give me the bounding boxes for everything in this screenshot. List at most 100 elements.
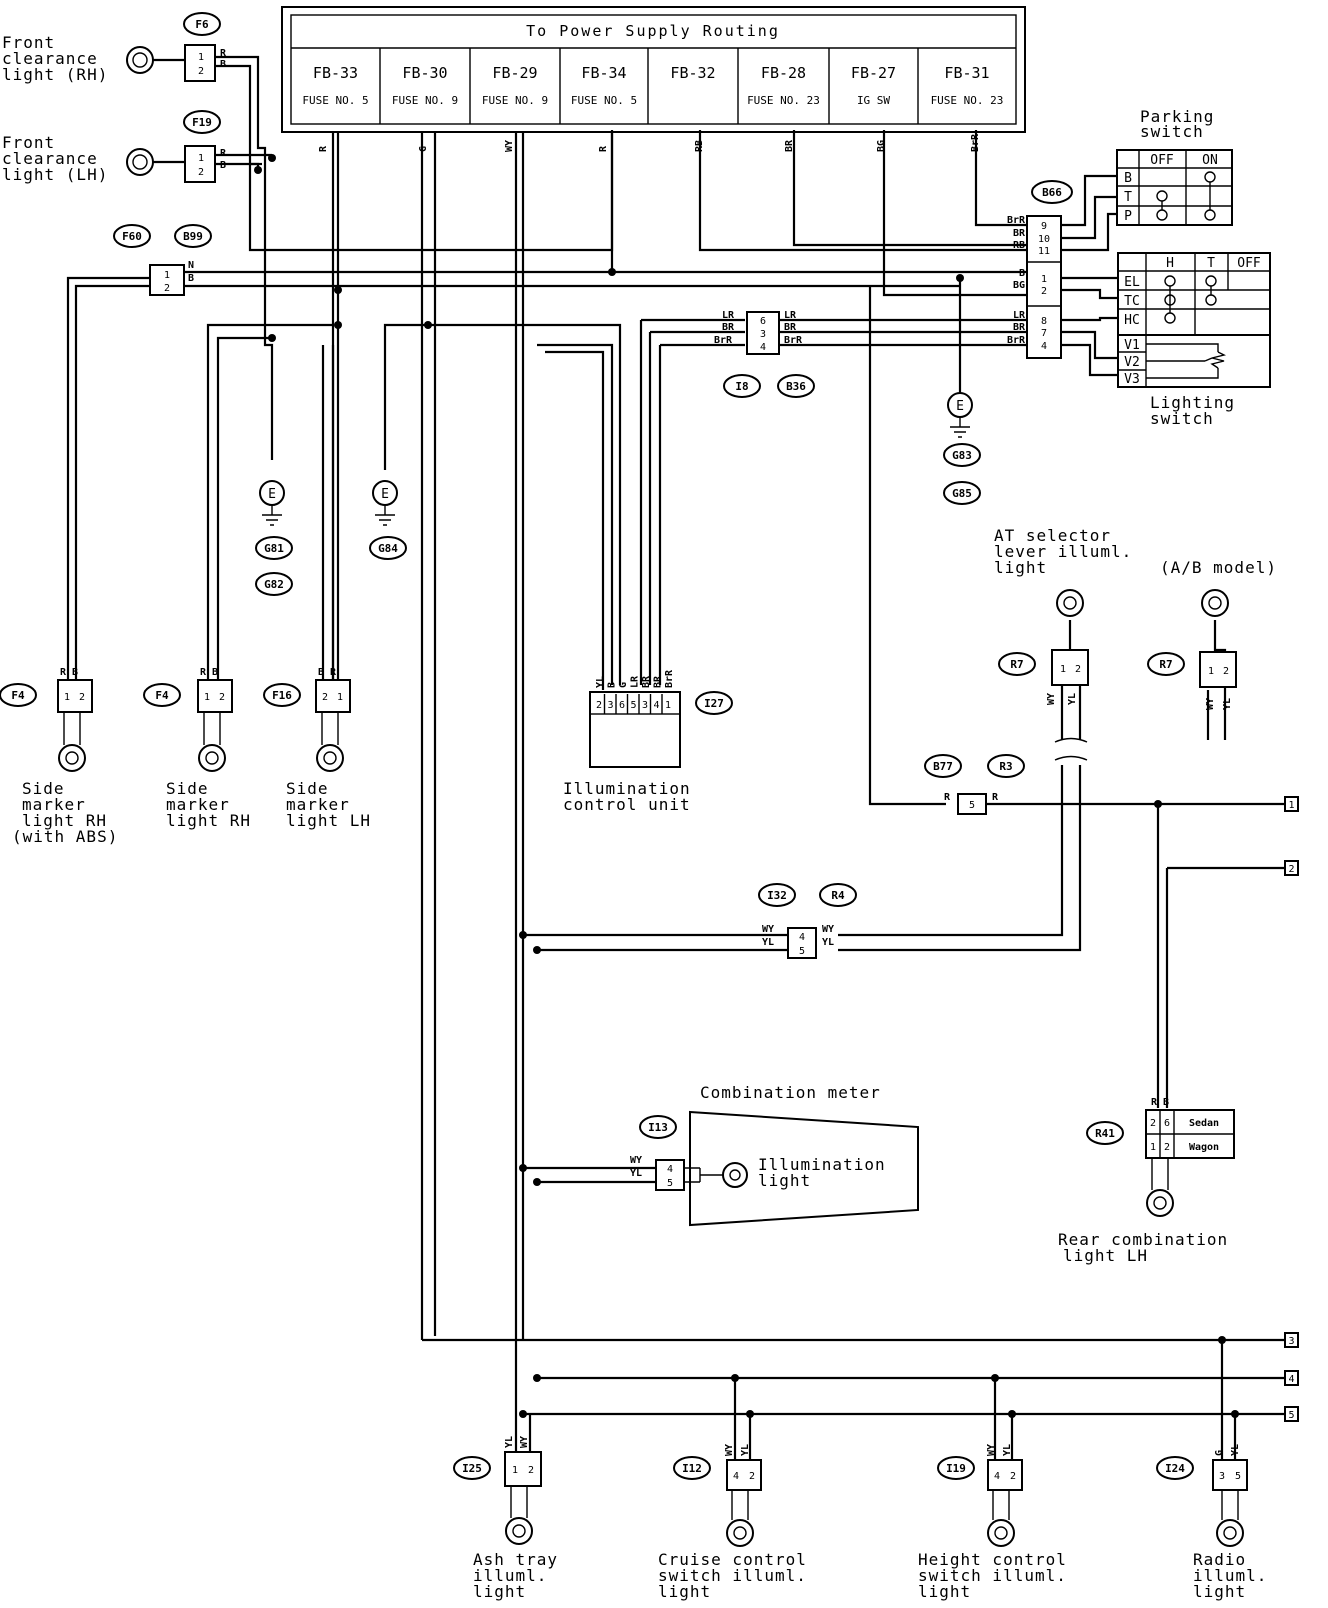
meter-title: Combination meter bbox=[700, 1083, 881, 1102]
ground-g83-label: G83 bbox=[952, 449, 972, 462]
ground-g85-label: G85 bbox=[952, 487, 972, 500]
front-lh-wire2: B bbox=[220, 160, 226, 171]
lighting-switch: H T OFF EL TC HC V1 V2 V3 Lighting switc… bbox=[1117, 252, 1271, 428]
at-pin1: 1 bbox=[1060, 664, 1066, 675]
i32-conn-a: I32 bbox=[767, 889, 787, 902]
ground-icon: E bbox=[947, 392, 973, 438]
fuse-desc: FUSE NO. 5 bbox=[302, 94, 368, 107]
front-rh-line3: light (RH) bbox=[2, 65, 108, 84]
b77-conn-b: R3 bbox=[999, 760, 1012, 773]
b77-wire-left: R bbox=[944, 792, 951, 803]
icu-wire-color: LR bbox=[630, 675, 641, 688]
parking-row-t: T bbox=[1124, 190, 1132, 205]
lighting-row-v2: V2 bbox=[1124, 355, 1140, 370]
b66-wire-color: BG bbox=[1013, 280, 1025, 291]
at-selector-ab-model: (A/B model) 1 2 WY YL R7 bbox=[1147, 558, 1276, 710]
radio-connector: I24 bbox=[1165, 1462, 1185, 1475]
cruise-wire1: WY bbox=[724, 1444, 735, 1456]
height-line2: switch illuml. bbox=[918, 1566, 1067, 1585]
b66-pin: 9 bbox=[1041, 221, 1047, 232]
side-rh-abs-pin1: 1 bbox=[64, 692, 70, 703]
height-control-illum: I19 WY YL 4 2 Height control switch illu… bbox=[918, 1444, 1067, 1601]
icu-pin: 3 bbox=[607, 700, 613, 711]
cruise-bulb-icon bbox=[726, 1490, 754, 1547]
wire-color-label: R bbox=[598, 145, 609, 152]
icu-line1: Illumination bbox=[563, 779, 691, 798]
front-lh-connector: F19 bbox=[192, 116, 212, 129]
side-rh-wire1: R bbox=[200, 667, 207, 678]
meter-line2: light bbox=[758, 1171, 811, 1190]
front-rh-bulb-icon bbox=[126, 46, 185, 74]
lighting-row-el: EL bbox=[1124, 275, 1140, 290]
radio-wire2: YL bbox=[1230, 1444, 1241, 1456]
wire-color-label: BG bbox=[876, 140, 887, 152]
wire-color-label: R bbox=[318, 145, 329, 152]
radio-line2: illuml. bbox=[1193, 1566, 1267, 1585]
b66-wire-color: BrR bbox=[1007, 215, 1026, 226]
wire-color-label: RB bbox=[694, 140, 705, 152]
junction-conn-a: F60 bbox=[122, 230, 142, 243]
side-lh-connector: F16 bbox=[272, 689, 292, 702]
height-connector: I19 bbox=[946, 1462, 966, 1475]
terminal-box bbox=[1284, 1370, 1299, 1386]
fuse-code: FB-27 bbox=[851, 64, 896, 82]
lighting-col-t: T bbox=[1207, 256, 1215, 271]
b66-wire-color: BR bbox=[1013, 228, 1026, 239]
ash-line2: illuml. bbox=[473, 1566, 547, 1585]
fuse-code: FB-30 bbox=[402, 64, 447, 82]
meter-connector: I13 bbox=[648, 1121, 668, 1134]
terminal-number: 3 bbox=[1288, 1336, 1294, 1347]
junction-conn-b: B99 bbox=[183, 230, 203, 243]
header-title: To Power Supply Routing bbox=[526, 22, 780, 40]
b66-label: B66 bbox=[1042, 186, 1062, 199]
lighting-col-off: OFF bbox=[1237, 256, 1261, 271]
i8-wire-left1: LR bbox=[722, 310, 735, 321]
cruise-pin2: 2 bbox=[749, 1471, 755, 1482]
height-line1: Height control bbox=[918, 1550, 1067, 1569]
i8-conn-b: B36 bbox=[786, 380, 806, 393]
icu-pin: 4 bbox=[653, 700, 659, 711]
b77-pin: 5 bbox=[969, 800, 975, 811]
connector-b77-r3: B77 R3 5 R R bbox=[924, 754, 1025, 815]
height-wire1: WY bbox=[986, 1444, 997, 1456]
icu-wire-color: BR bbox=[653, 675, 664, 688]
side-marker-lh: F16 B R 2 1 Side marker light LH bbox=[263, 667, 370, 830]
b66-wire-color: LR bbox=[1013, 310, 1026, 321]
junction-pin2: 2 bbox=[164, 283, 170, 294]
lighting-col-h: H bbox=[1166, 256, 1174, 271]
cruise-control-illum: I12 WY YL 4 2 Cruise control switch illu… bbox=[658, 1444, 807, 1601]
rear-wire2: B bbox=[1163, 1097, 1169, 1108]
cruise-line2: switch illuml. bbox=[658, 1566, 807, 1585]
lighting-line2: switch bbox=[1150, 409, 1214, 428]
cruise-connector: I12 bbox=[682, 1462, 702, 1475]
parking-line2: switch bbox=[1140, 122, 1204, 141]
terminal-box bbox=[1284, 1406, 1299, 1422]
ground-g81-label: G81 bbox=[264, 542, 284, 555]
ab-wire1: WY bbox=[1205, 698, 1216, 710]
ground-icon: E bbox=[372, 480, 398, 526]
lighting-row-v3: V3 bbox=[1124, 372, 1140, 387]
svg-text:E: E bbox=[956, 399, 964, 414]
rear-vpin2: 2 bbox=[1164, 1142, 1170, 1153]
side-rh-bulb-icon bbox=[198, 712, 226, 772]
icu-connector: I27 bbox=[704, 697, 724, 710]
fuse-code: FB-33 bbox=[313, 64, 358, 82]
radio-line1: Radio bbox=[1193, 1550, 1246, 1569]
side-rh-connector: F4 bbox=[155, 689, 169, 702]
ab-pin2: 2 bbox=[1223, 666, 1229, 677]
terminal-box bbox=[1284, 860, 1299, 876]
terminal-number: 2 bbox=[1288, 864, 1294, 875]
front-lh-bulb-icon bbox=[126, 148, 185, 176]
side-rh-abs-line2: marker bbox=[22, 795, 86, 814]
at-pin2: 2 bbox=[1075, 664, 1081, 675]
ash-line3: light bbox=[473, 1582, 526, 1601]
front-rh-connector: F6 bbox=[195, 18, 209, 31]
lighting-row-v1: V1 bbox=[1124, 338, 1140, 353]
b77-wire-right: R bbox=[992, 792, 999, 803]
b66-pin: 2 bbox=[1041, 286, 1047, 297]
side-rh-abs-line1: Side bbox=[22, 779, 65, 798]
